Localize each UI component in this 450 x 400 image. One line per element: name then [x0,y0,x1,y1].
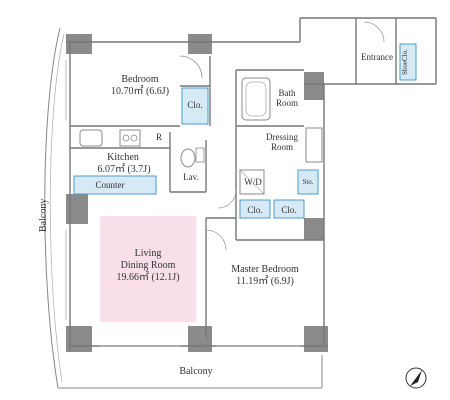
room-area-living: 19.66㎡ (12.1J) [116,272,180,283]
shoe-closet-label: ShoeClo. [401,49,409,75]
room-name-kitchen: Kitchen [107,152,139,163]
closet-label-bedroom: Clo. [187,100,203,110]
lavatory-label: Lav. [183,172,199,182]
counter-label: Counter [95,180,125,190]
refrigerator-label: R [155,132,162,142]
balcony-label-left: Balcony [38,198,49,232]
living-line-1: Living [134,248,162,259]
room-area-bedroom: 10.70㎡ (6.6J) [110,86,170,97]
balcony-outline [44,27,322,389]
balcony-label-bottom: Balcony [179,366,213,377]
bathtub-inner [245,81,267,117]
bath-line-1: Bath [278,88,296,98]
room-area-master-bedroom: 11.19㎡ (6.9J) [236,276,294,287]
closet-label-dressing-1: Clo. [247,205,263,215]
storage-blocks [73,43,417,219]
dressing-vanity [305,127,323,163]
room-name-bath: Bath Room [270,88,304,109]
door-swings [179,21,385,345]
room-name-living: Living Dining Room [110,248,186,271]
closet-label-dressing-2: Clo. [281,205,297,215]
room-name-entrance: Entrance [361,52,393,62]
bathtub [241,77,271,121]
cooktop-burner [122,134,130,142]
living-line-2: Dining Room [120,259,176,271]
dressing-line-1: Dressing [266,132,298,142]
room-name-master-bedroom: Master Bedroom [231,264,299,275]
toilet [180,148,196,168]
storage-label: Sto. [302,178,314,186]
room-name-bedroom: Bedroom [121,74,159,85]
living-dining-fill [100,216,196,322]
washer-dryer-label: W/D [244,177,262,187]
washer-diagonal [239,169,265,195]
kitchen-cooktop [119,129,141,147]
lav-sink [195,147,205,163]
compass-icon [405,367,427,389]
bath-line-2: Room [275,98,298,109]
exterior-walls [66,34,328,352]
kitchen-sink [79,129,103,147]
window-lines [65,60,300,347]
balcony-inner-line [49,33,65,383]
room-area-kitchen: 6.07㎡ (3.7J) [97,164,151,175]
cooktop-burner [130,134,138,142]
washer-dryer-space [239,169,265,195]
room-name-dressing: Dressing Room [258,132,306,153]
dressing-line-2: Room [270,142,293,153]
